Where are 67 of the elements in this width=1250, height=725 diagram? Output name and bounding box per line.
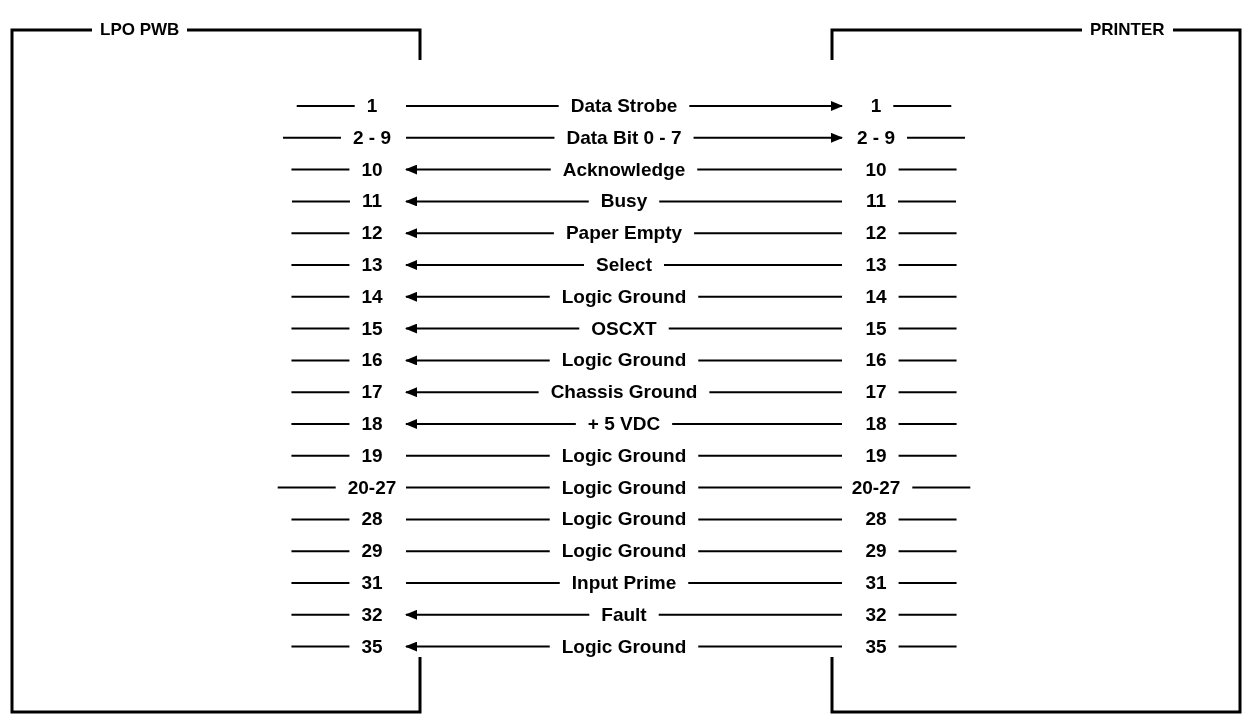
pin-number: 11 (340, 190, 404, 213)
pin-number: 17 (844, 381, 908, 404)
signal-arrow (405, 101, 843, 111)
pin-number: 16 (844, 349, 908, 372)
signal-name: Chassis Ground (549, 381, 699, 404)
pin-number: 2 - 9 (844, 126, 908, 149)
pin-number: 13 (340, 254, 404, 276)
signal-arrow (405, 132, 843, 143)
signal-name: OSCXT (590, 317, 658, 340)
pin-number: 16 (340, 349, 404, 372)
pin-number: 35 (340, 635, 404, 658)
pin-number: 20-27 (844, 476, 908, 499)
signal-name: Data Strobe (569, 95, 679, 117)
pin-number: 1 (844, 95, 908, 117)
signal-arrow (405, 609, 843, 620)
pin-number: 15 (340, 317, 404, 340)
pin-number: 17 (340, 381, 404, 404)
signal-arrow (405, 291, 843, 302)
pin-number: 14 (340, 285, 404, 308)
signal-name: Logic Ground (560, 349, 688, 372)
pin-number: 2 - 9 (340, 126, 404, 149)
pin-number: 10 (844, 158, 908, 181)
pin-number: 12 (340, 222, 404, 245)
signal-arrow (405, 228, 843, 239)
pin-number: 1 (340, 95, 404, 117)
pin-number: 18 (340, 413, 404, 435)
signal-name: Logic Ground (560, 444, 688, 467)
pin-number: 20-27 (340, 476, 404, 499)
signal-arrow (405, 323, 843, 334)
signal-arrow (405, 164, 843, 175)
signal-name: Logic Ground (560, 635, 688, 658)
signal-arrow (405, 196, 843, 207)
signal-name: Logic Ground (560, 508, 688, 531)
pin-number: 15 (844, 317, 908, 340)
signal-name: Acknowledge (561, 158, 687, 181)
pin-number: 32 (844, 603, 908, 626)
signal-arrow (405, 355, 843, 366)
signal-name: Input Prime (570, 572, 678, 594)
signal-name: Data Bit 0 - 7 (565, 126, 683, 149)
pin-number: 13 (844, 254, 908, 276)
pin-number: 29 (340, 540, 404, 563)
pin-number: 12 (844, 222, 908, 245)
pin-number: 31 (340, 572, 404, 594)
pin-number: 11 (844, 190, 908, 213)
pin-number: 28 (340, 508, 404, 531)
pin-number: 19 (340, 444, 404, 467)
signal-name: Logic Ground (560, 540, 688, 563)
signal-name: Paper Empty (564, 222, 684, 245)
signal-name: Logic Ground (560, 476, 688, 499)
signal-name: Logic Ground (560, 285, 688, 308)
pin-number: 31 (844, 572, 908, 594)
signal-name: Busy (599, 190, 649, 213)
pin-number: 28 (844, 508, 908, 531)
signal-name: + 5 VDC (586, 413, 662, 435)
pin-number: 32 (340, 603, 404, 626)
pin-number: 29 (844, 540, 908, 563)
pin-number: 35 (844, 635, 908, 658)
signal-name: Fault (600, 603, 648, 626)
signal-arrow (405, 260, 843, 270)
signal-arrow (405, 419, 843, 429)
signal-name: Select (595, 254, 653, 276)
signal-arrow (405, 641, 843, 652)
pin-number: 14 (844, 285, 908, 308)
pin-number: 18 (844, 413, 908, 435)
pin-number: 19 (844, 444, 908, 467)
pin-number: 10 (340, 158, 404, 181)
signal-arrow (405, 387, 843, 398)
